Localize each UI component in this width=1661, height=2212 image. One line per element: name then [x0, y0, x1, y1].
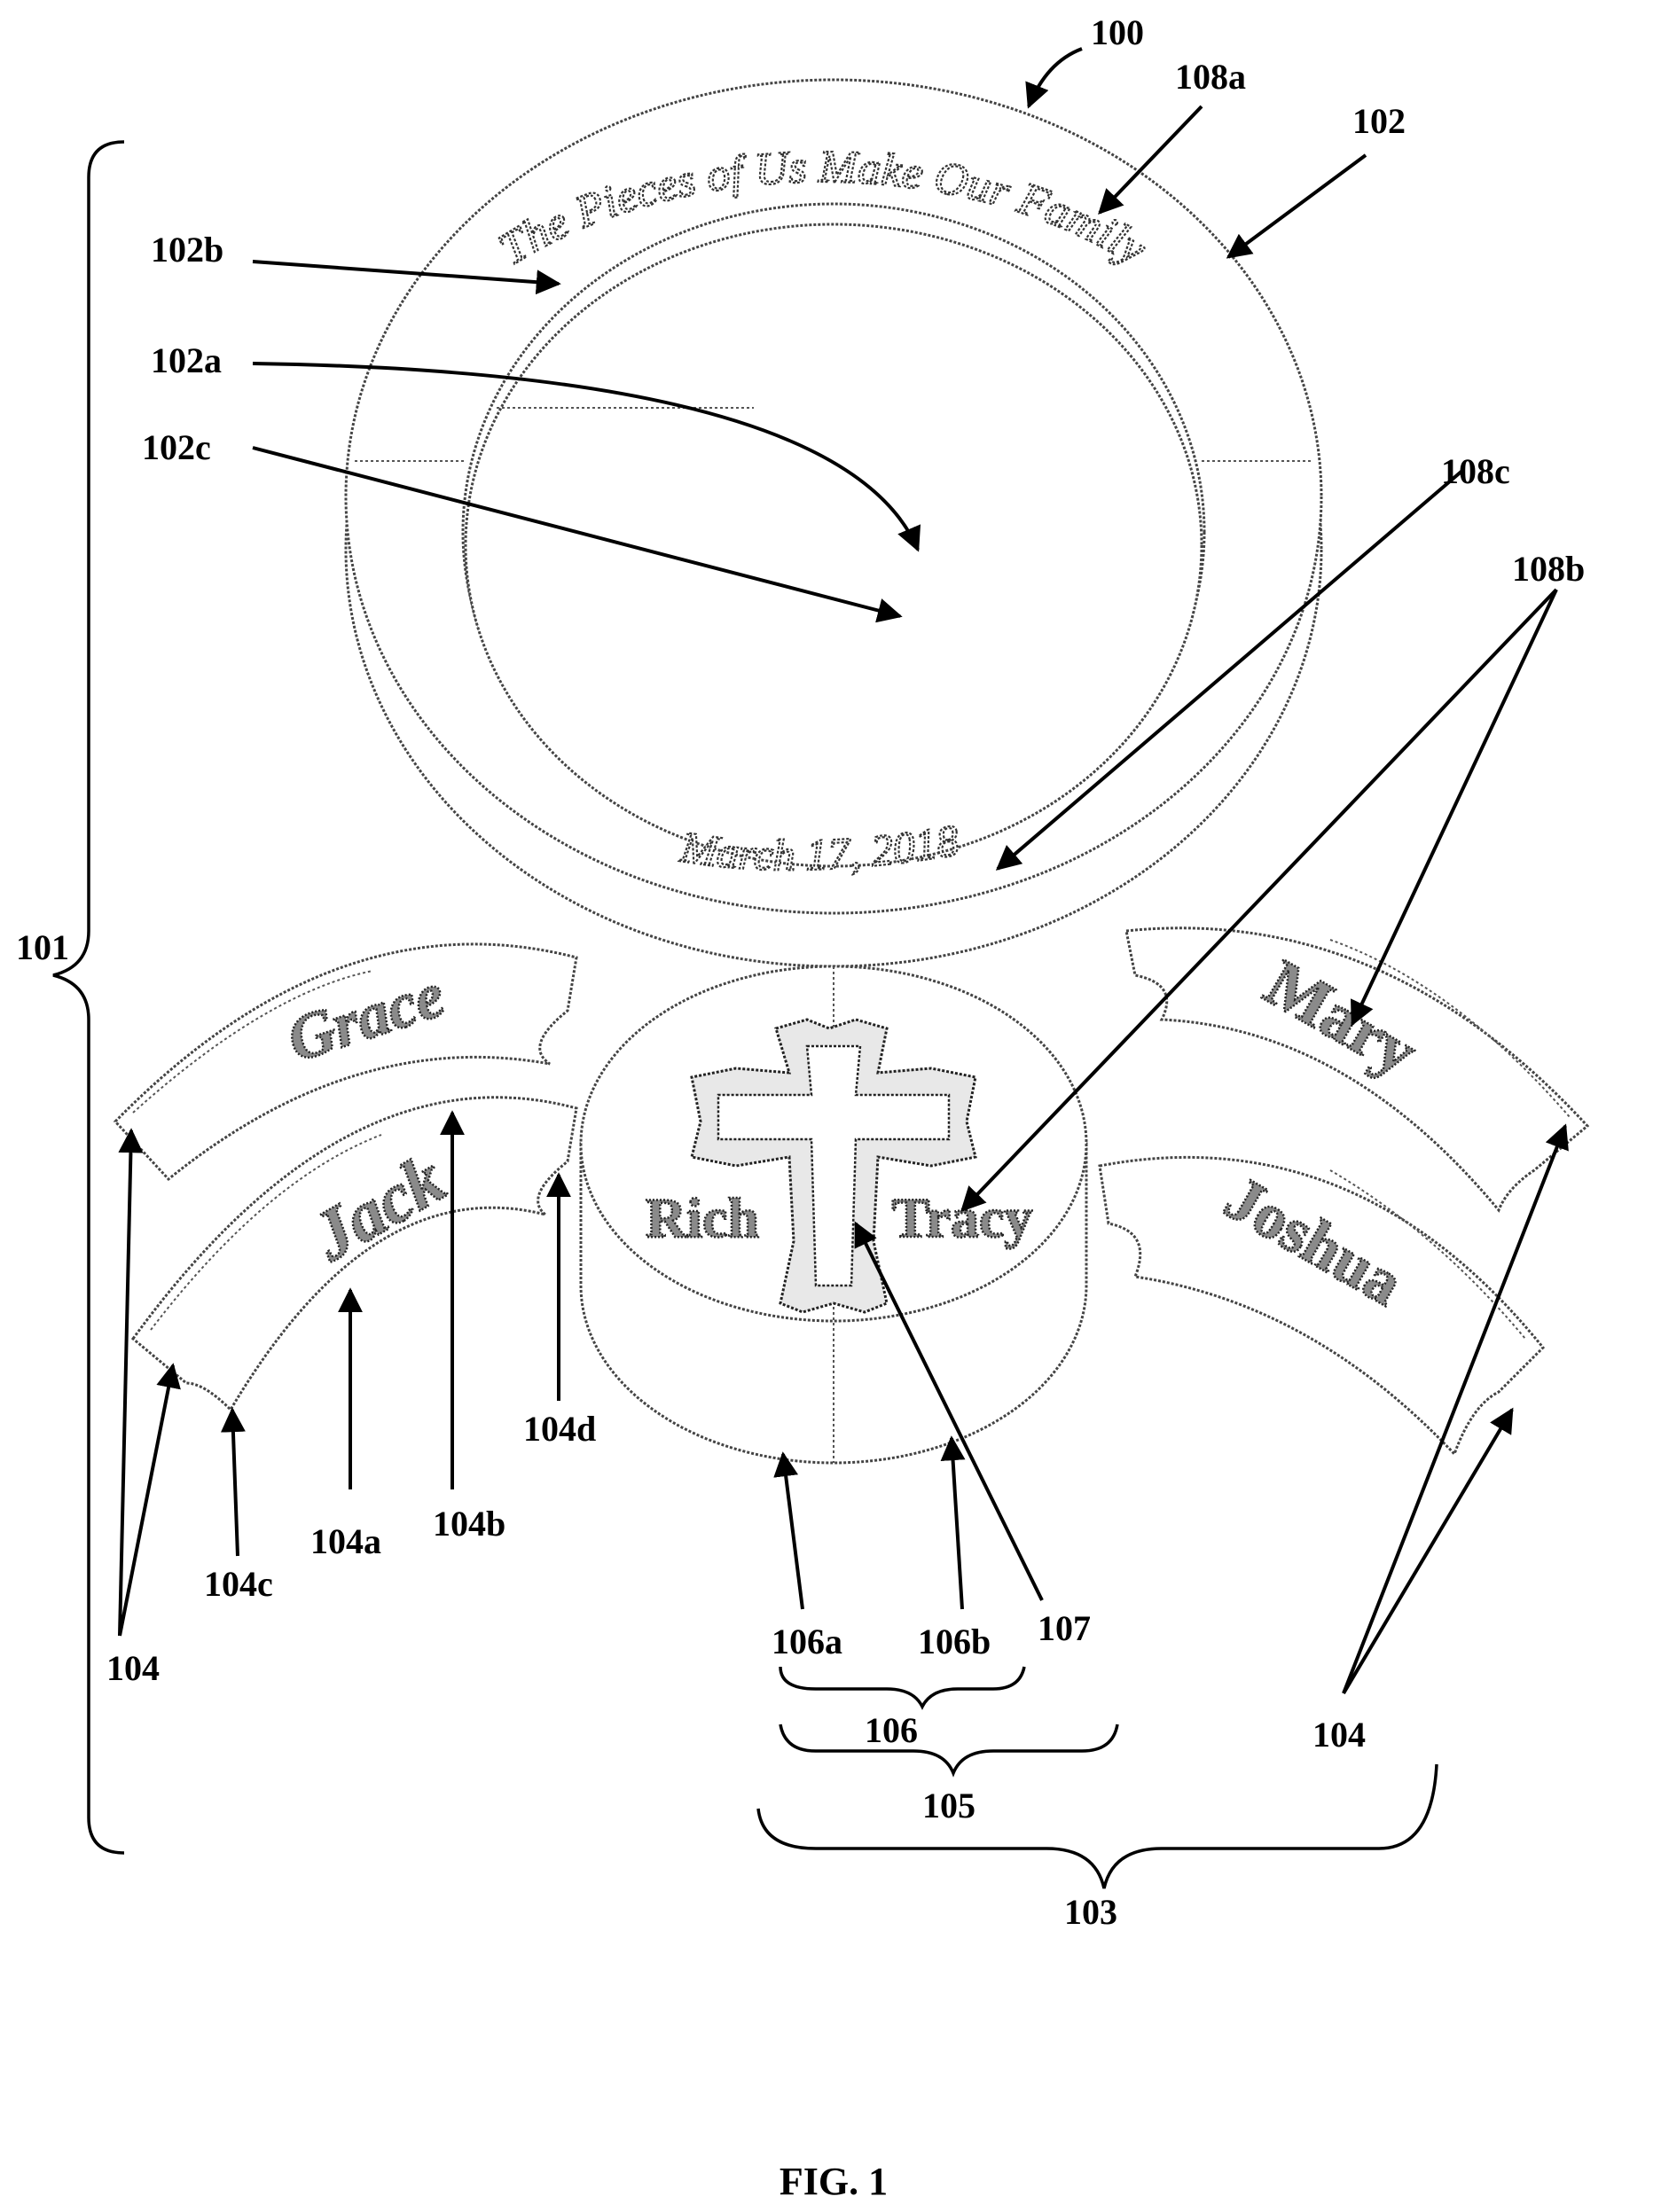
brace-103	[758, 1764, 1437, 1888]
ref-108a: 108a	[1175, 57, 1246, 97]
center-puck: Rich Tracy	[581, 966, 1086, 1463]
ref-104b: 104b	[433, 1504, 505, 1544]
ref-103: 103	[1064, 1892, 1117, 1932]
ref-104d: 104d	[523, 1409, 596, 1449]
ref-102a: 102a	[151, 340, 222, 380]
left-arc-pieces: Grace Jack	[115, 944, 576, 1410]
ref-106: 106	[865, 1710, 918, 1750]
name-rich: Rich	[646, 1186, 759, 1249]
ref-106a: 106a	[772, 1622, 842, 1661]
ref-108b: 108b	[1512, 549, 1585, 589]
display-ring: The Pieces of Us Make Our Family March 1…	[346, 80, 1321, 966]
name-tracy: Tracy	[892, 1186, 1033, 1249]
ref-102c: 102c	[142, 427, 211, 467]
ref-104a: 104a	[310, 1521, 381, 1561]
ref-106b: 106b	[918, 1622, 991, 1661]
ref-108c: 108c	[1441, 451, 1510, 491]
figure-caption: FIG. 1	[780, 2160, 888, 2203]
ref-104c: 104c	[204, 1564, 273, 1604]
brace-105	[780, 1724, 1117, 1773]
ref-102: 102	[1352, 101, 1406, 141]
ref-102b: 102b	[151, 230, 223, 270]
ref-104-right: 104	[1312, 1715, 1366, 1755]
ref-100: 100	[1091, 12, 1144, 52]
ref-101: 101	[16, 927, 69, 967]
ref-107: 107	[1038, 1608, 1091, 1648]
ref-105: 105	[922, 1786, 975, 1825]
arc-piece-joshua	[1100, 1157, 1543, 1454]
right-arc-pieces: Mary Joshua	[1100, 928, 1587, 1454]
brace-106	[780, 1667, 1024, 1707]
ref-104-left: 104	[106, 1648, 160, 1688]
ring-recess-102c	[466, 224, 1202, 866]
brace-101	[53, 142, 124, 1853]
